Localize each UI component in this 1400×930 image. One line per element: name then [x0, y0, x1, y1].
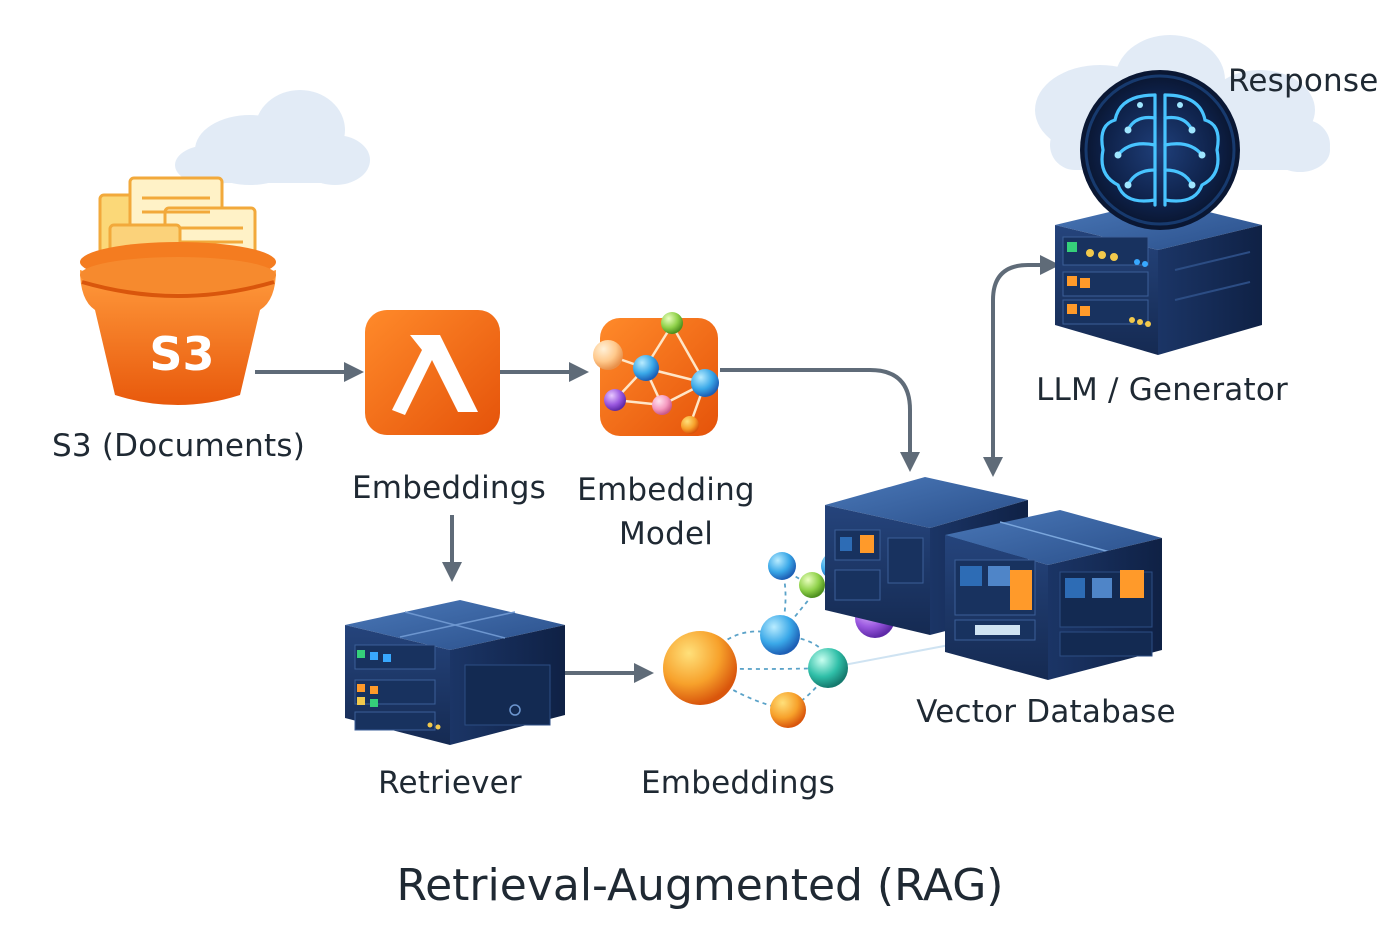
s3-badge-text: S3 [149, 327, 214, 381]
vector-database-label: Vector Database [916, 694, 1176, 730]
brain-icon [1080, 70, 1240, 230]
network-graph-icon [593, 312, 719, 436]
arrow-vectordb-llm-bidirectional [983, 255, 1060, 477]
s3-label: S3 (Documents) [52, 428, 305, 464]
s3-bucket-icon: S3 [80, 176, 276, 405]
retriever-label: Retriever [378, 765, 522, 801]
lambda-icon [365, 310, 500, 435]
embeddings-label: Embeddings [641, 765, 835, 801]
arrow-model-to-vectordb [720, 368, 920, 472]
flow-arrows [255, 255, 1060, 683]
response-label: Response [1228, 63, 1379, 99]
cloud-icon [175, 90, 370, 185]
embedding-model-label-line1: Embedding [577, 472, 755, 508]
llm-generator-label: LLM / Generator [1036, 372, 1288, 408]
lambda-embeddings-label: Embeddings [352, 470, 546, 506]
diagram-title: Retrieval-Augmented (RAG) [396, 860, 1004, 911]
llm-server-icon [1055, 200, 1262, 355]
server-icon [345, 600, 565, 745]
embedding-model-label-line2: Model [618, 516, 714, 552]
database-server-icon [825, 477, 1162, 680]
